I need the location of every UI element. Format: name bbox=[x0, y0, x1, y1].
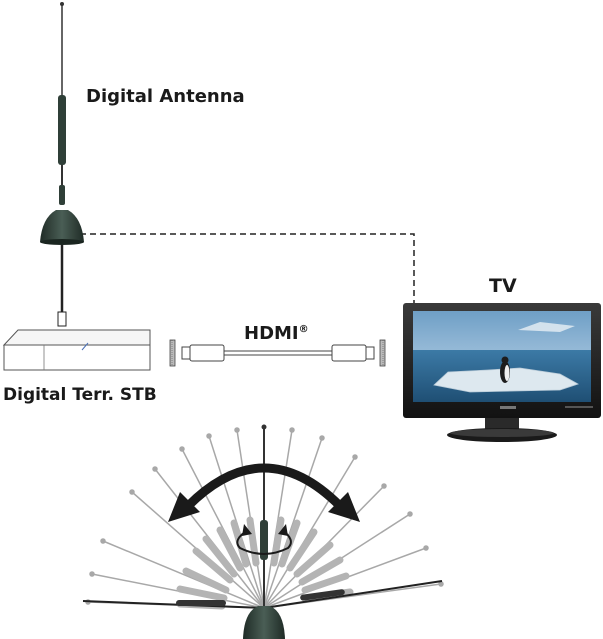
antenna-tilt-fan bbox=[82, 424, 444, 639]
antenna-icon bbox=[40, 2, 84, 327]
set-top-box-icon bbox=[2, 329, 151, 371]
rotate-arrow-icon bbox=[168, 463, 360, 522]
hdmi-label-text: HDMI bbox=[244, 323, 299, 344]
tv-label: TV bbox=[489, 275, 517, 297]
stb-label: Digital Terr. STB bbox=[3, 385, 157, 405]
hdmi-label: HDMI® bbox=[244, 323, 309, 344]
signal-dashed-line bbox=[80, 233, 415, 303]
hdmi-registered-mark: ® bbox=[298, 324, 309, 335]
antenna-label: Digital Antenna bbox=[86, 86, 245, 107]
tv-icon bbox=[403, 303, 601, 442]
hdmi-cable-icon bbox=[169, 339, 386, 367]
swivel-arrow-icon bbox=[236, 524, 292, 555]
